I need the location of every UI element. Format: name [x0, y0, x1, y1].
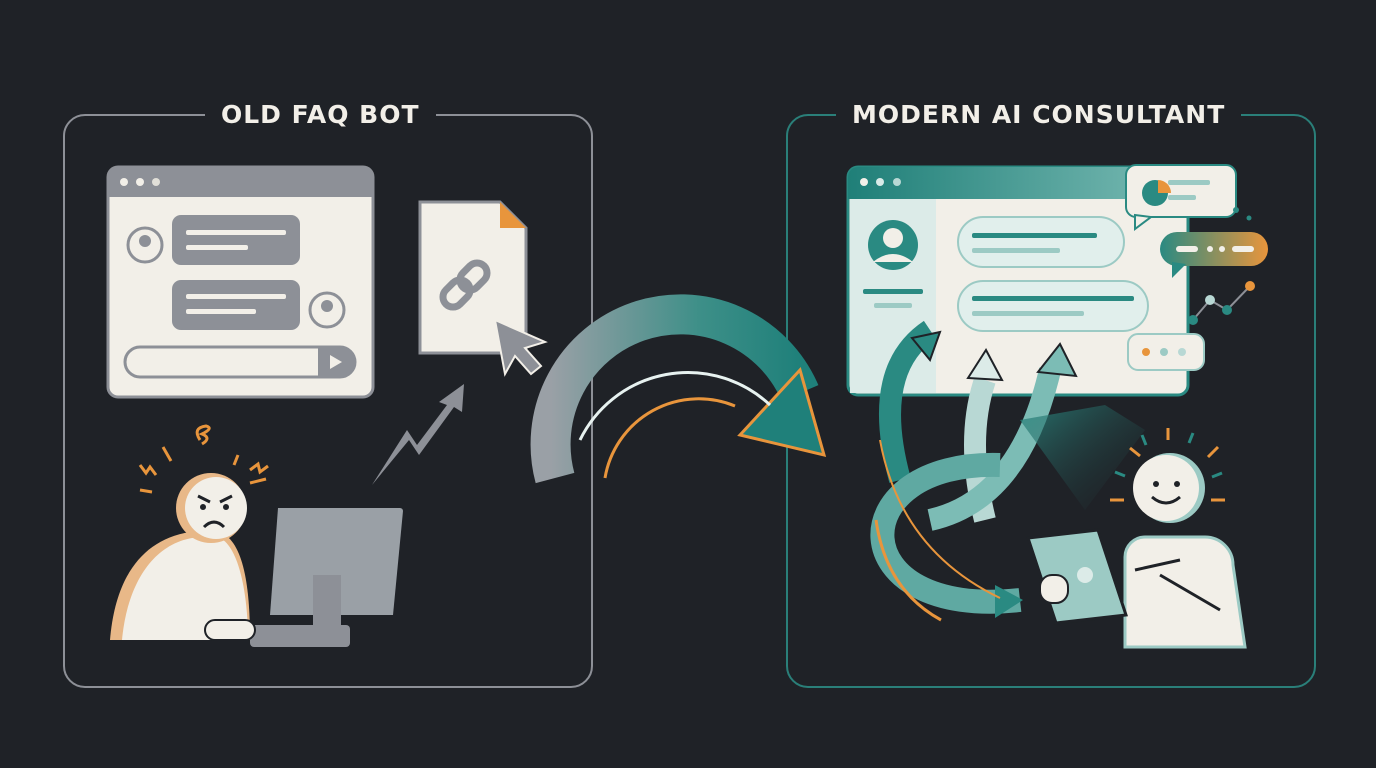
lightning-arrow — [372, 384, 464, 485]
link-document-icon — [418, 200, 528, 355]
pie-chart-bubble — [1125, 164, 1237, 231]
trend-line-chart — [1188, 281, 1255, 325]
loading-bubble — [1127, 333, 1205, 371]
old-panel-title: OLD FAQ BOT — [205, 100, 436, 129]
cursor-icon — [493, 318, 548, 377]
frustrated-user — [110, 424, 269, 640]
computer-monitor — [204, 508, 403, 647]
typing-bubble — [1160, 207, 1268, 278]
transition-arrow — [530, 294, 827, 484]
old-chat-window — [106, 165, 375, 399]
new-panel-title: MODERN AI CONSULTANT — [836, 100, 1242, 129]
upward-arrows — [870, 320, 1078, 622]
happy-user — [1020, 405, 1247, 649]
